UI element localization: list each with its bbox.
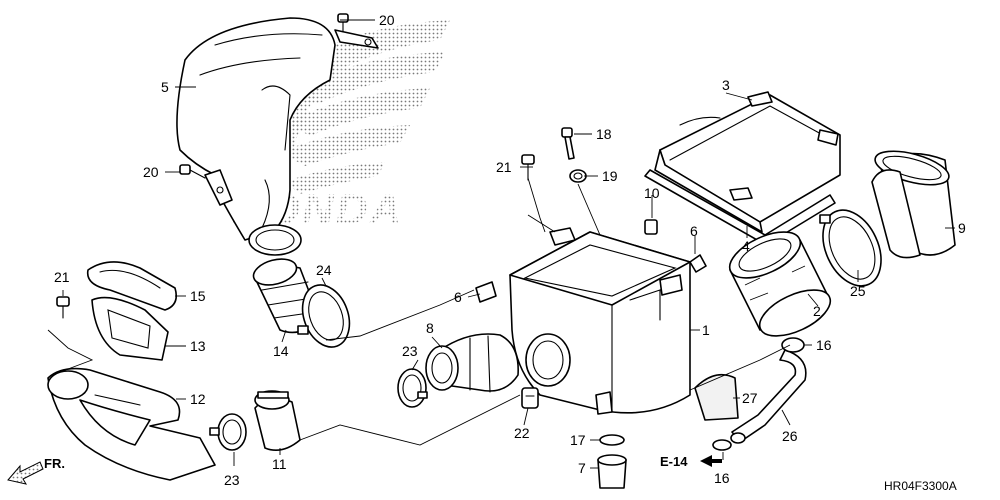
callout-21-upper: 21: [496, 159, 512, 175]
callout-13: 13: [190, 338, 206, 354]
reference-e14: E-14: [660, 454, 722, 469]
part-2-filter-element: [728, 231, 832, 337]
part-15-duct-cover: [86, 261, 178, 311]
front-arrow-icon: [7, 461, 44, 485]
callout-23-center: 23: [402, 343, 418, 359]
part-12-intake-duct: [47, 367, 216, 481]
part-10-damper: [644, 219, 658, 235]
part-3-housing-cover: [654, 91, 841, 233]
callout-24: 24: [316, 262, 332, 278]
part-22-drain-plug: [521, 387, 539, 409]
part-21-bolt-lower: [56, 296, 70, 319]
part-8-intake-boot: [425, 333, 519, 393]
part-6-clip-right: [689, 254, 707, 273]
callout-19: 19: [602, 168, 618, 184]
part-23-clamp-lower: [209, 413, 247, 451]
callout-3: 3: [722, 77, 730, 93]
part-20-bolt-lower: [179, 164, 206, 179]
callout-4: 4: [742, 238, 750, 254]
callout-16-lower: 16: [714, 470, 730, 486]
part-16-clamp-upper: [781, 337, 805, 353]
callout-20-upper: 20: [379, 12, 395, 28]
figure-code: HR04F3300A: [884, 479, 957, 493]
callout-25: 25: [850, 283, 866, 299]
part-16-clamp-lower: [712, 439, 732, 451]
part-24-clamp: [297, 284, 351, 348]
callout-20-lower: 20: [143, 164, 159, 180]
front-direction-indicator: FR.: [7, 456, 65, 485]
reference-arrow-icon: [700, 455, 722, 467]
part-27-tag: [694, 373, 739, 421]
callout-27: 27: [742, 390, 758, 406]
part-11-duct-joint: [254, 390, 301, 451]
part-23-clamp-center: [397, 368, 428, 408]
part-6-clip-left: [475, 281, 497, 303]
callout-6-left: 6: [454, 289, 462, 305]
part-1-air-cleaner-case: [509, 227, 691, 415]
callout-8: 8: [426, 320, 434, 336]
callout-10: 10: [644, 185, 660, 201]
callout-labels: 20 5 20 3 4 9 25 2 18 19 21 10 6 6 1 8 2…: [54, 12, 966, 488]
callout-18: 18: [596, 126, 612, 142]
callout-2: 2: [813, 303, 821, 319]
callout-9: 9: [958, 220, 966, 236]
reference-label: E-14: [660, 454, 688, 469]
part-26-breather-tube: [730, 349, 807, 444]
part-20-bolt-upper: [334, 13, 379, 49]
leader-lines: [47, 19, 955, 469]
part-13-duct-housing: [91, 296, 169, 361]
part-5-intake-cover: [176, 17, 336, 256]
part-17-clip: [599, 434, 625, 446]
part-21-bolt-upper: [521, 154, 535, 181]
callout-21-lower: 21: [54, 269, 70, 285]
callout-22: 22: [514, 425, 530, 441]
callout-14: 14: [273, 343, 289, 359]
callout-17: 17: [570, 432, 586, 448]
part-25-clamp: [819, 209, 882, 287]
part-7-drain-cup: [597, 454, 627, 489]
callout-23-lower: 23: [224, 472, 240, 488]
part-18-bolt: [561, 127, 575, 160]
part-19-grommet: [569, 169, 587, 183]
callout-1: 1: [702, 322, 710, 338]
callout-12: 12: [190, 391, 206, 407]
callout-7: 7: [578, 460, 586, 476]
callout-11: 11: [272, 456, 287, 472]
callout-5: 5: [161, 79, 169, 95]
front-label: FR.: [44, 456, 65, 471]
callout-26: 26: [782, 428, 798, 444]
callout-6-right: 6: [690, 223, 698, 239]
part-9-filter-cover: [871, 150, 956, 259]
callout-15: 15: [190, 288, 206, 304]
callout-16-upper: 16: [816, 337, 832, 353]
